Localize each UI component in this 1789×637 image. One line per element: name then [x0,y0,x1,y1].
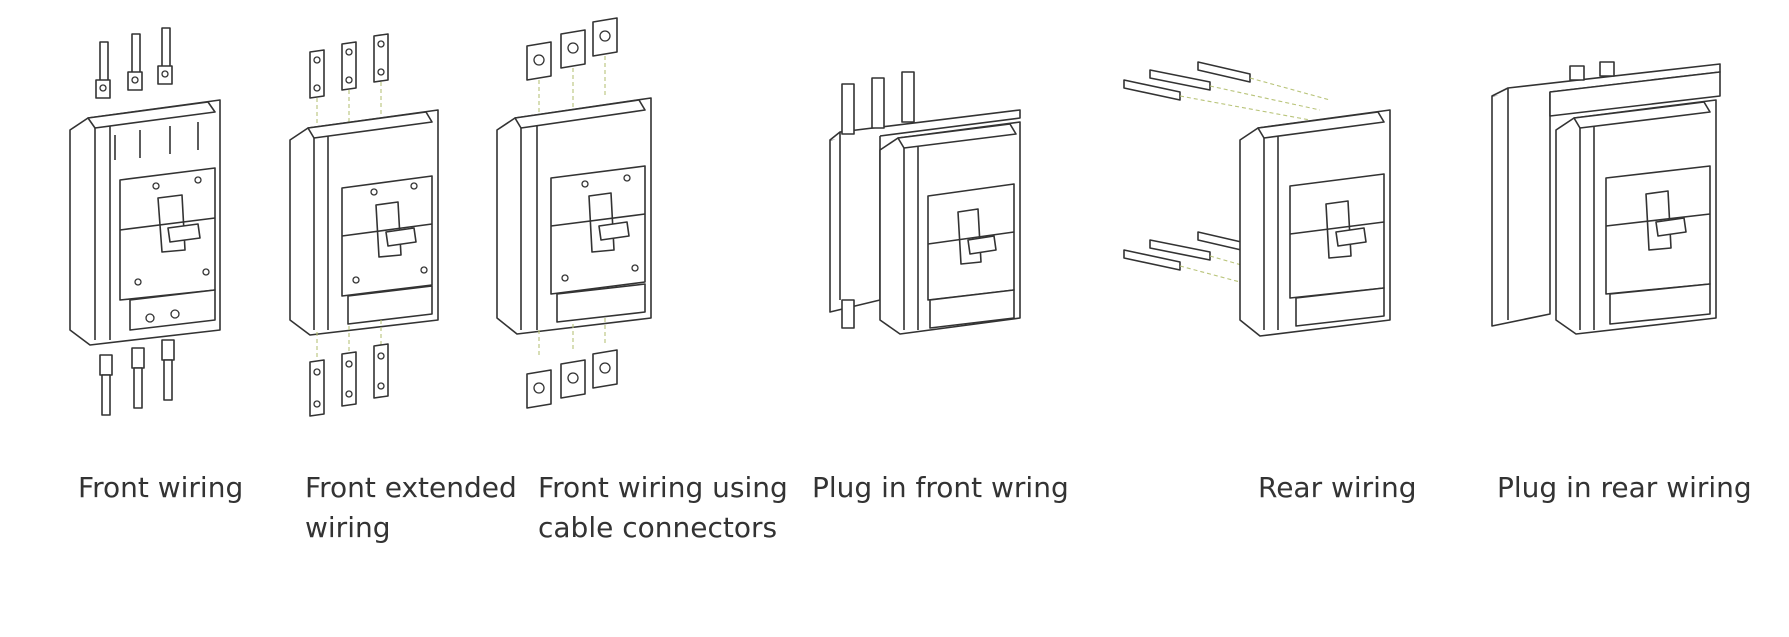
caption-front-wiring: Front wiring [78,471,244,504]
caption-rear-wiring: Rear wiring [1258,471,1417,504]
breaker-rear-wiring-illustration [1123,61,1391,337]
panel-front-wiring-cable-connectors [495,0,695,440]
top-extension-bars [309,33,389,99]
breaker-body [496,97,652,335]
breaker-plug-in-front-illustration [829,71,1021,335]
panel-rear-wiring [1120,0,1410,440]
caption-plug-in-rear-wiring: Plug in rear wiring [1497,471,1752,504]
panel-plug-in-rear-wiring [1490,0,1750,440]
plug-in-base [1491,61,1721,327]
top-rear-studs [1123,61,1251,101]
top-cable-lugs [95,27,173,99]
breaker-front-wiring-illustration [69,27,221,416]
breaker-body [1555,99,1717,335]
bottom-cable-connectors [526,349,618,409]
caption-front-extended-wiring: Front extended wiring [305,471,517,544]
top-cable-connectors [526,17,618,81]
panel-plug-in-front-wiring [820,0,1050,440]
breaker-cable-connectors-illustration [496,17,652,409]
breaker-body [1239,109,1391,337]
breaker-body [289,109,439,336]
bottom-cable-lugs [99,339,175,416]
breaker-body [879,121,1021,335]
bottom-extension-bars [309,343,389,417]
breaker-plug-in-rear-illustration [1491,61,1721,335]
breaker-body [69,99,221,346]
bottom-rear-studs [1123,231,1251,271]
caption-plug-in-front-wiring: Plug in front wring [812,471,1069,504]
breaker-front-extended-wiring-illustration [289,33,439,417]
panel-front-wiring [69,0,260,440]
caption-front-wiring-cable-connectors: Front wiring using cable connectors [538,471,788,544]
panel-front-extended-wiring [289,0,480,440]
